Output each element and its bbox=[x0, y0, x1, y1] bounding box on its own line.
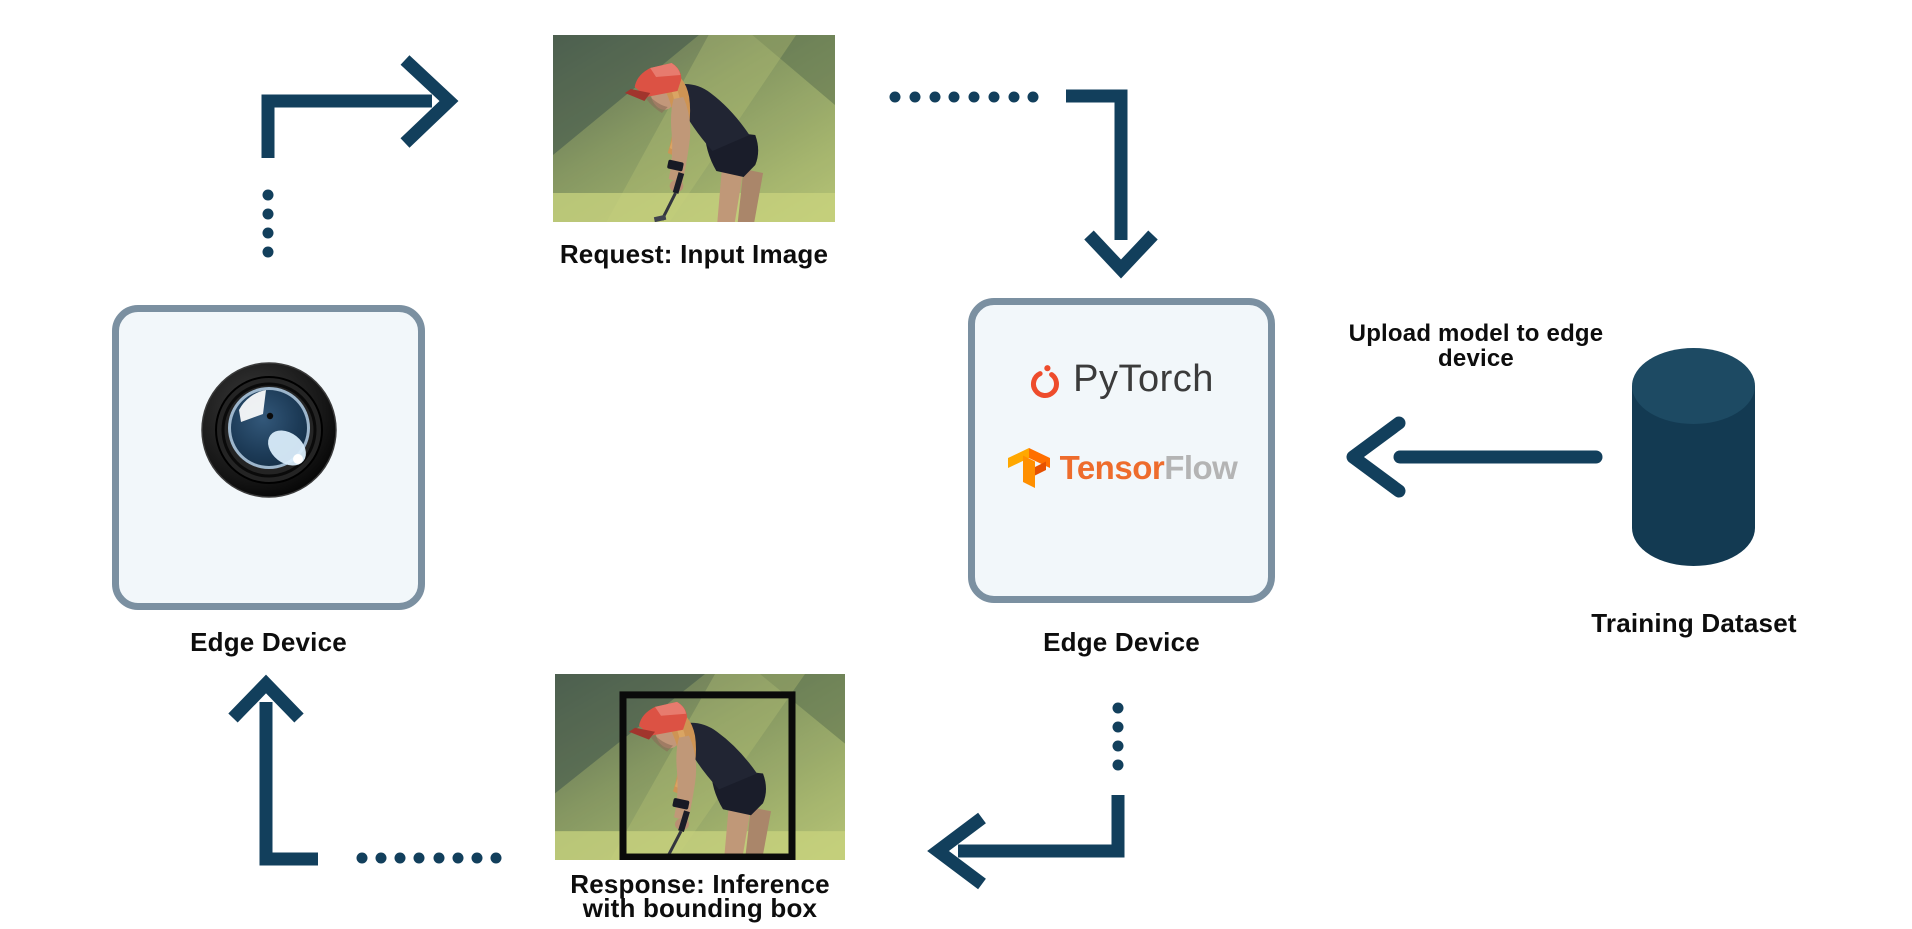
upload-model-label-line1: Upload model to edge bbox=[1348, 320, 1604, 347]
response-image-photo bbox=[555, 674, 845, 860]
edge-device-left-label: Edge Device bbox=[190, 627, 347, 657]
tensorflow-icon bbox=[1007, 448, 1050, 488]
arrowhead-up-icon bbox=[228, 674, 304, 723]
request-image-label: Request: Input Image bbox=[559, 239, 829, 269]
arrowhead-right-icon bbox=[400, 55, 459, 148]
edge-device-camera-box bbox=[112, 305, 425, 610]
tensorflow-logo: TensorFlow bbox=[968, 446, 1275, 490]
training-dataset-label: Training Dataset bbox=[1591, 608, 1797, 638]
upload-model-label: Upload model to edge device bbox=[1330, 321, 1622, 371]
arrowhead-left-icon bbox=[927, 812, 986, 890]
response-image-label-line2: with bounding box bbox=[582, 893, 818, 923]
upload-model-label-line2: device bbox=[1438, 345, 1514, 372]
pytorch-logo: PyTorch bbox=[968, 358, 1275, 401]
tensorflow-wordmark-tensor: Tensor bbox=[1059, 449, 1165, 486]
pytorch-flame-icon bbox=[1031, 364, 1060, 398]
request-input-image-photo bbox=[553, 35, 835, 222]
arrowhead-upload-left-icon bbox=[1346, 416, 1406, 498]
tensorflow-wordmark: TensorFlow bbox=[1060, 449, 1238, 487]
arrowhead-down-icon bbox=[1084, 230, 1158, 279]
edge-device-inference-box bbox=[968, 298, 1275, 603]
pytorch-wordmark: PyTorch bbox=[1073, 358, 1214, 400]
response-image-label: Response: Inference with bounding box bbox=[538, 869, 862, 923]
camera-lens-icon bbox=[200, 362, 337, 498]
arrow-capture-to-request bbox=[261, 94, 432, 158]
arrow-request-to-device bbox=[1066, 89, 1128, 240]
edge-device-right-label: Edge Device bbox=[1043, 627, 1200, 657]
database-cylinder-icon bbox=[1632, 348, 1755, 566]
bounding-box-overlay bbox=[619, 691, 796, 860]
tensorflow-wordmark-flow: Flow bbox=[1164, 449, 1238, 486]
arrow-response-to-capture bbox=[259, 702, 318, 866]
arrow-device-to-response bbox=[958, 795, 1125, 858]
response-image-label-line1: Response: Inference bbox=[570, 869, 830, 899]
